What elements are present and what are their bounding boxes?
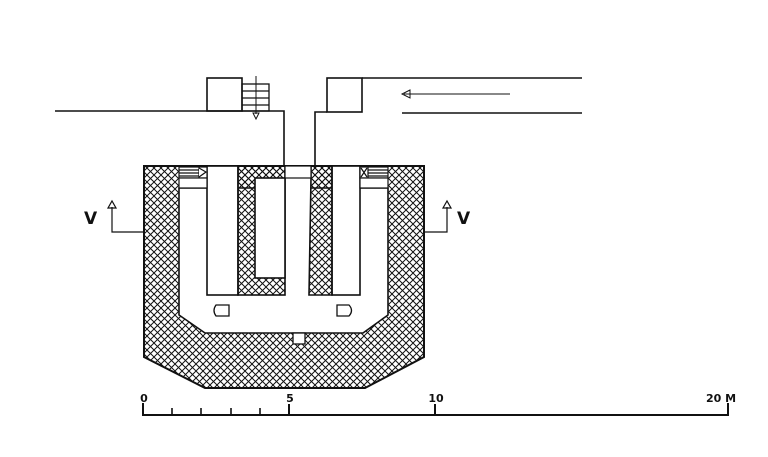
right-ground-line: [314, 111, 327, 166]
left-chamber: [206, 165, 239, 296]
scale-bar: [142, 403, 729, 416]
right-inner-wall: [308, 165, 333, 296]
left-section-label: V: [84, 209, 98, 229]
scale-label-10: 10: [428, 392, 444, 405]
entrance-threshold: [284, 165, 312, 179]
right-section-marker: [424, 199, 453, 233]
left-vent-stair: [178, 166, 208, 189]
scale-label-0: 0: [140, 392, 148, 405]
entrance-passage: [285, 166, 311, 295]
left-building-block: [206, 77, 243, 112]
scale-label-20m: 20 M: [705, 392, 737, 405]
drain-notch: [292, 332, 306, 345]
direction-arrow-icon: [400, 89, 510, 99]
right-floor-opening: [336, 304, 353, 317]
right-building-block: [326, 77, 363, 113]
left-ground-line: [55, 110, 285, 166]
stair-down-arrow-icon: [252, 76, 260, 121]
right-chamber: [331, 165, 361, 296]
right-section-label: V: [457, 209, 471, 229]
right-vent-stair: [359, 166, 389, 189]
left-floor-opening: [213, 304, 230, 317]
central-room: [254, 177, 286, 279]
scale-label-5: 5: [286, 392, 294, 405]
left-section-marker: [106, 199, 144, 233]
